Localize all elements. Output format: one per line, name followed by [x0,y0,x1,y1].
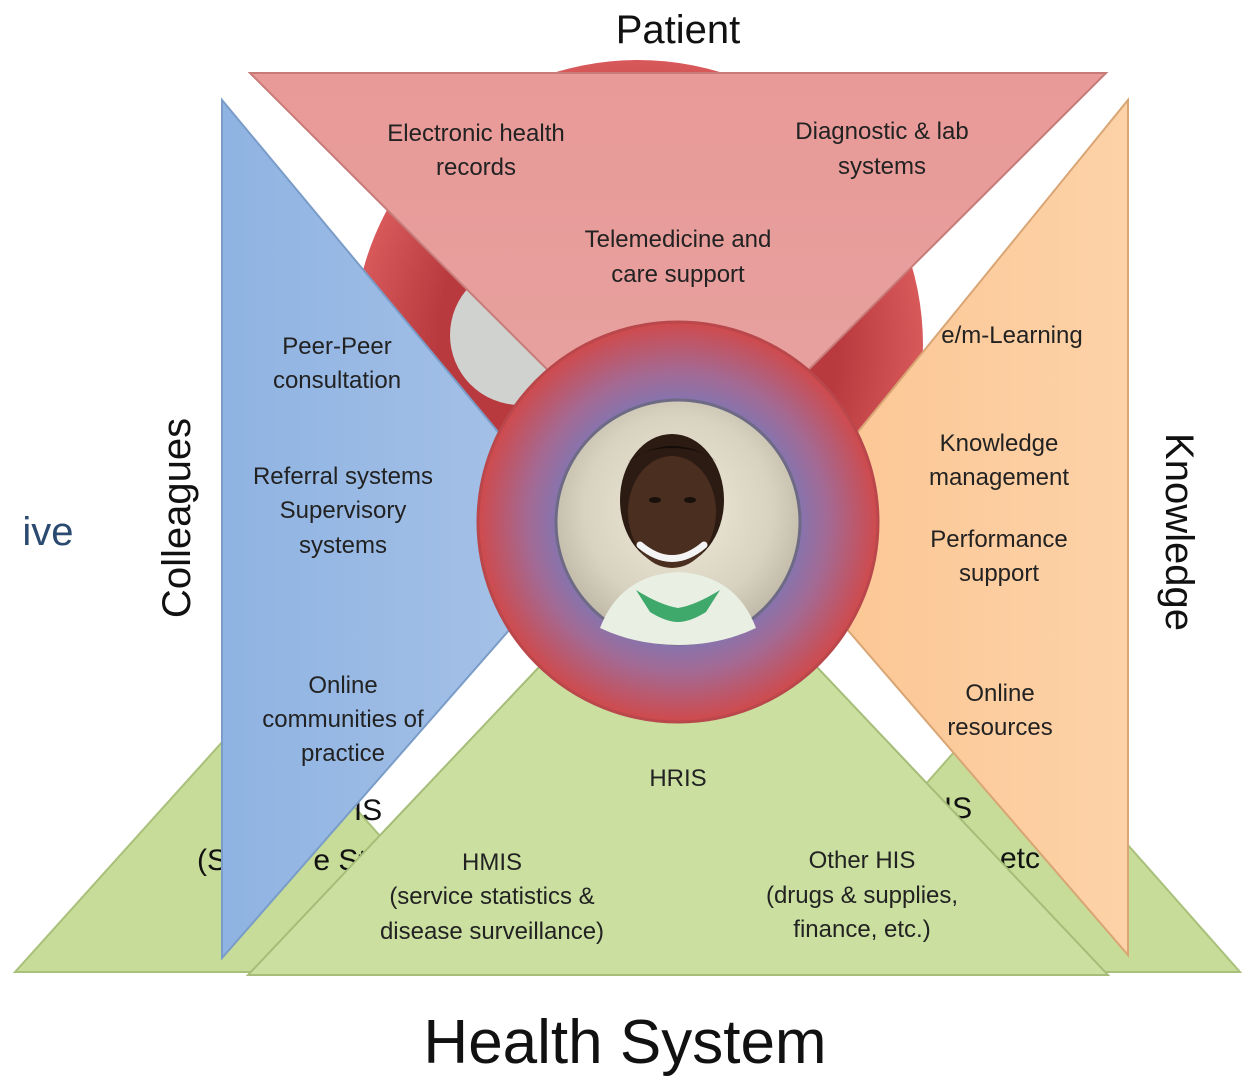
knowledge-triangle [768,97,1129,958]
axis-title-knowledge: Knowledge [1157,433,1201,631]
label-online-resources-2: resources [947,714,1052,741]
label-tele-1: Telemedicine and [585,226,772,253]
portrait-figure [600,434,756,645]
label-online-communities-1: Online [308,672,377,699]
patient-triangle [247,72,1109,502]
label-perf-2: support [959,560,1039,587]
health-system-triangle [245,518,1111,976]
label-diag-1: Diagnostic & lab [795,118,968,145]
label-peer-2: consultation [273,367,401,394]
label-km-2: management [929,464,1069,491]
label-referral-1: Referral systems [253,463,433,490]
label-hmis-1: HMIS [462,849,522,876]
label-other-his-1: Other HIS [809,847,916,874]
label-ehr-1: Electronic health [387,120,564,147]
label-elearning: e/m-Learning [941,322,1082,349]
label-referral-3: systems [299,532,387,559]
label-online-communities-3: practice [301,740,385,767]
label-peer-1: Peer-Peer [282,333,391,360]
label-hmis-2: (service statistics & [389,883,594,910]
label-diag-2: systems [838,153,926,180]
label-ehr-2: records [436,154,516,181]
axis-title-health-system: Health System [423,1008,826,1077]
label-hmis-3: disease surveillance) [380,918,604,945]
label-tele-2: care support [611,261,745,288]
axis-title-colleagues: Colleagues [155,418,199,618]
label-online-resources-1: Online [965,680,1034,707]
label-perf-1: Performance [930,526,1067,553]
colleagues-triangle [221,97,590,961]
label-referral-2: Supervisory [280,497,407,524]
left-edge-fragment: ive [22,510,73,554]
label-other-his-2: (drugs & supplies, [766,882,958,909]
label-online-communities-2: communities of [262,706,424,733]
label-hris: HRIS [649,765,706,792]
label-other-his-3: finance, etc.) [793,916,930,943]
axis-title-patient: Patient [616,8,741,52]
label-km-1: Knowledge [940,430,1059,457]
